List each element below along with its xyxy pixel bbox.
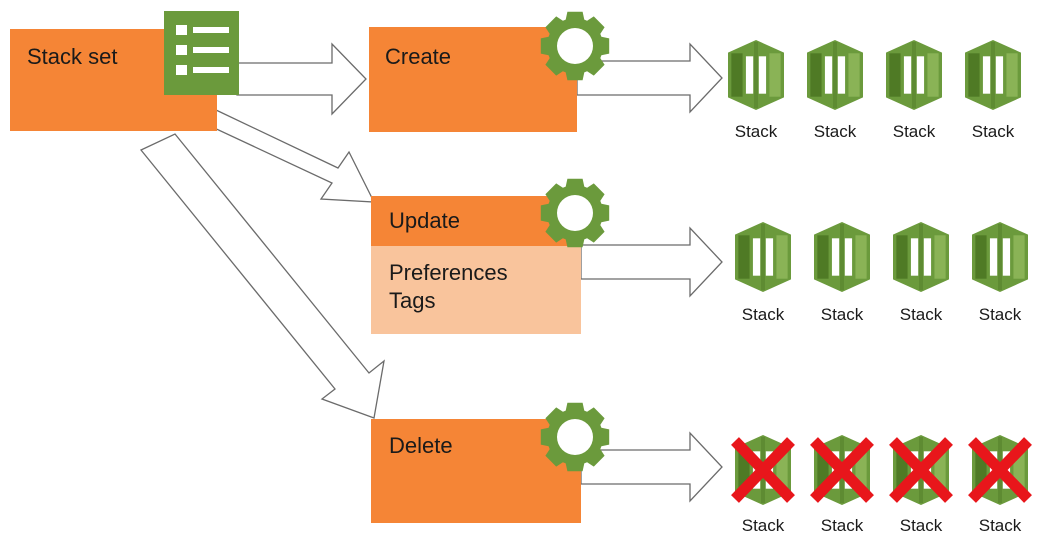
stack-label: Stack <box>821 305 864 324</box>
cloudformation-stack-icon <box>965 40 1021 110</box>
stack-item: Stack <box>814 222 870 324</box>
cloudformation-stack-icon <box>728 40 784 110</box>
stack-label: Stack <box>821 516 864 533</box>
stack-label: Stack <box>893 122 936 141</box>
create-label: Create <box>385 44 451 69</box>
stack-item: Stack <box>968 435 1032 533</box>
stack-item: Stack <box>728 40 784 141</box>
red-x-icon <box>810 437 874 503</box>
stack-label: Stack <box>979 305 1022 324</box>
create-gear-icon <box>540 11 610 81</box>
update-label: Update <box>389 208 460 233</box>
stack-item: Stack <box>807 40 863 141</box>
stack-label: Stack <box>900 516 943 533</box>
update-detail-tags: Tags <box>389 288 435 313</box>
stack-item: Stack <box>731 435 795 533</box>
stack-item: Stack <box>965 40 1021 141</box>
stack-label: Stack <box>735 122 778 141</box>
arrow-stackset-to-create <box>236 42 367 116</box>
stack-label: Stack <box>979 516 1022 533</box>
cloudformation-stack-icon <box>893 222 949 292</box>
cloudformation-stack-icon <box>807 40 863 110</box>
red-x-icon <box>968 437 1032 503</box>
cloudformation-stack-icon <box>735 222 791 292</box>
stack-label: Stack <box>972 122 1015 141</box>
stack-item: Stack <box>889 435 953 533</box>
stack-label: Stack <box>900 305 943 324</box>
stack-item: Stack <box>735 222 791 324</box>
red-x-icon <box>731 437 795 503</box>
delete-label: Delete <box>389 433 453 458</box>
stack-label: Stack <box>742 305 785 324</box>
cloudformation-stack-icon <box>886 40 942 110</box>
arrow-update-to-stacks <box>580 226 723 298</box>
stack-group-update: Stack Stack Stack Stack <box>735 222 1028 324</box>
cloudformation-stack-icon <box>814 222 870 292</box>
cloudformation-stack-icon <box>972 222 1028 292</box>
stack-set-label: Stack set <box>27 44 117 69</box>
stack-set-box: Stack set <box>10 11 239 131</box>
stack-group-create: Stack Stack Stack Stack <box>728 40 1021 141</box>
stack-item: Stack <box>972 222 1028 324</box>
stack-item: Stack <box>810 435 874 533</box>
arrow-stackset-to-delete <box>139 133 385 419</box>
update-detail-preferences: Preferences <box>389 260 508 285</box>
update-gear-icon <box>540 178 610 248</box>
delete-gear-icon <box>540 402 610 472</box>
stack-item: Stack <box>893 222 949 324</box>
stack-item: Stack <box>886 40 942 141</box>
red-x-icon <box>889 437 953 503</box>
stack-label: Stack <box>814 122 857 141</box>
arrow-delete-to-stacks <box>580 431 723 503</box>
stack-group-delete: Stack Stack Stack Stack <box>731 435 1032 533</box>
stack-label: Stack <box>742 516 785 533</box>
arrow-create-to-stacks <box>576 42 723 114</box>
list-icon <box>164 11 239 95</box>
arrow-stackset-to-update <box>209 109 376 203</box>
